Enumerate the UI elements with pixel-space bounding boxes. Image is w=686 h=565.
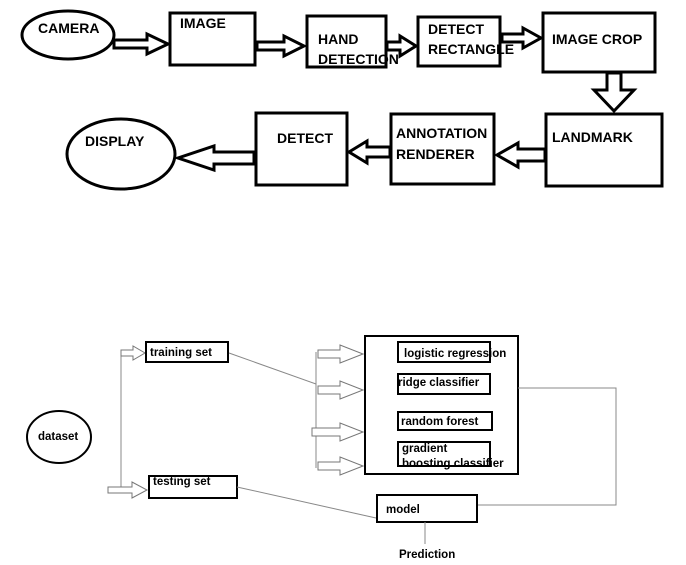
arrow-annotation-renderer-to-detect — [346, 138, 392, 166]
classifier-random-forest: random forest — [397, 411, 493, 431]
classifier-label-line1: gradient — [402, 443, 448, 455]
arrow-to-logistic-regression — [317, 344, 365, 364]
display-label: DISPLAY — [85, 133, 145, 149]
arrow-image-to-hand-detection — [255, 33, 308, 59]
camera-label: CAMERA — [38, 20, 99, 36]
annotation-renderer-label-line1: ANNOTATION — [396, 125, 487, 141]
model-node: model — [376, 494, 478, 523]
training-to-classifiers-line — [228, 352, 317, 385]
detect-rectangle-label-line1: DETECT — [428, 21, 484, 37]
hand-detection-label-line1: HAND — [318, 31, 358, 47]
detect-rectangle-node: DETECT RECTANGLE — [416, 15, 514, 68]
training-set-node: training set — [145, 341, 229, 363]
classifier-label: random forest — [401, 416, 478, 428]
arrow-detect-rectangle-to-image-crop — [500, 25, 545, 51]
arrow-to-training-set — [120, 345, 146, 361]
dataset-label: dataset — [38, 431, 78, 443]
classifier-label-line2: boosting classifier — [402, 458, 504, 470]
arrow-image-crop-to-landmark — [590, 71, 638, 114]
dataset-node: dataset — [26, 410, 92, 464]
detect-label: DETECT — [277, 130, 333, 146]
detect-node: DETECT — [254, 111, 349, 187]
classifier-label: ridge classifier — [398, 377, 480, 389]
detect-rectangle-label-line2: RECTANGLE — [428, 41, 514, 57]
prediction-label: Prediction — [399, 549, 455, 561]
camera-node: CAMERA — [20, 9, 116, 61]
arrow-detect-to-display — [173, 143, 256, 173]
annotation-renderer-label-line2: RENDERER — [396, 146, 475, 162]
model-label: model — [386, 504, 420, 516]
testing-set-node: testing set — [148, 475, 238, 499]
classifier-logistic-regression: logistic regression — [397, 341, 506, 363]
annotation-renderer-node: ANNOTATION RENDERER — [389, 112, 496, 186]
image-label: IMAGE — [180, 15, 226, 31]
hand-detection-node: HAND DETECTION — [305, 14, 399, 69]
arrow-to-random-forest — [311, 422, 365, 442]
hand-detection-label-line2: DETECTION — [318, 51, 399, 67]
classifier-label: logistic regression — [404, 348, 506, 360]
landmark-label: LANDMARK — [552, 129, 633, 145]
testing-set-label: testing set — [153, 476, 211, 488]
image-node: IMAGE — [168, 11, 257, 67]
arrow-to-gradient-boosting — [317, 456, 365, 476]
classifier-gradient-boosting: gradient boosting classifier — [397, 441, 504, 470]
arrow-camera-to-image — [112, 31, 172, 57]
display-node: DISPLAY — [65, 117, 177, 191]
training-set-label: training set — [150, 347, 212, 359]
classifier-ridge: ridge classifier — [397, 373, 491, 395]
landmark-node: LANDMARK — [544, 112, 664, 188]
image-crop-node: IMAGE CROP — [541, 11, 657, 74]
arrow-to-ridge-classifier — [317, 380, 365, 400]
arrow-to-testing-set — [107, 481, 149, 499]
classifiers-to-model-line — [477, 387, 617, 506]
image-crop-label: IMAGE CROP — [552, 31, 642, 47]
arrow-hand-detection-to-detect-rectangle — [385, 33, 419, 59]
arrow-landmark-to-annotation-renderer — [493, 140, 547, 170]
testing-to-model-line — [236, 486, 377, 519]
